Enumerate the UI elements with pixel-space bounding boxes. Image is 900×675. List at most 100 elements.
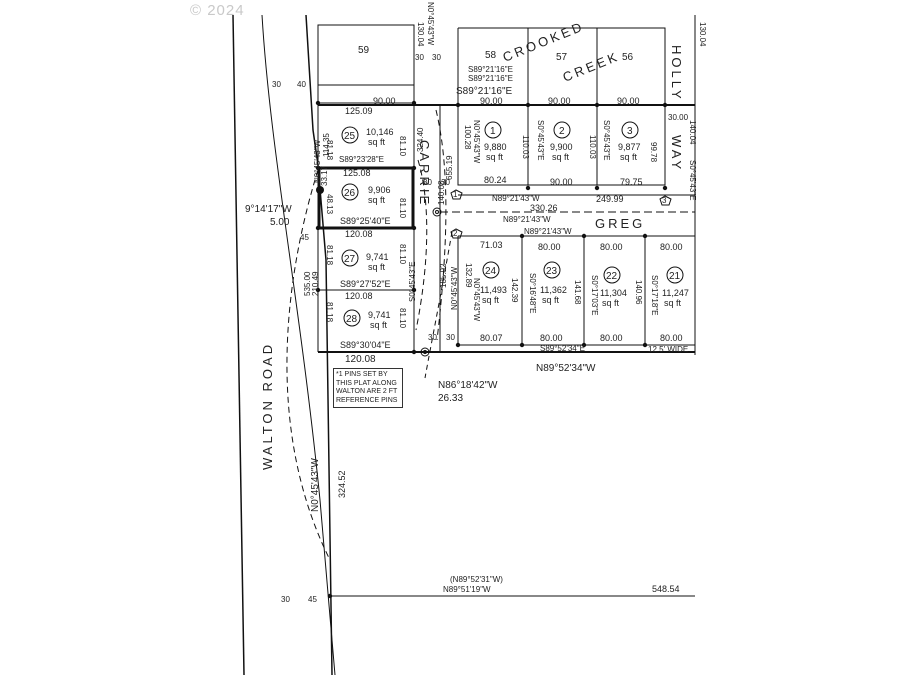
lot-26-highlight	[317, 166, 415, 230]
dim-54854: 548.54	[652, 584, 680, 594]
pins-note: *1 PINS SET BY THIS PLAT ALONG WALTON AR…	[333, 368, 403, 408]
lot-25: 25	[344, 131, 356, 142]
dim-14239: 142.39	[510, 278, 519, 303]
dim-21049: 210.49	[311, 271, 320, 296]
dim-n895231: (N89°52'31"W)	[450, 575, 503, 584]
dim-s0045-c: S0°45'43"E	[688, 160, 697, 200]
dim-8000-b: 80.00	[600, 242, 623, 252]
dim-s0045-a: S0°45'43"E	[536, 120, 545, 160]
lot-56: 56	[622, 52, 634, 63]
dim-9000-e: 90.00	[550, 177, 573, 187]
lot-21-unit: sq ft	[664, 298, 682, 308]
dim-32440: 324.40	[416, 127, 425, 152]
dim-8024: 80.24	[484, 175, 507, 185]
dim-8000-c: 80.00	[660, 242, 683, 252]
dim-8118-a: 81.18	[325, 140, 334, 161]
lot-28: 28	[346, 314, 358, 325]
lot-2: 2	[559, 126, 565, 137]
dim-30-e: 30	[441, 178, 450, 187]
dim-8000-f: 80.00	[660, 333, 683, 343]
dim-14096: 140.96	[634, 280, 643, 305]
dim-n892143-a: N89°21'43"W	[492, 194, 540, 203]
dim-8118-b: 81.18	[325, 245, 334, 266]
lot-28-unit: sq ft	[370, 320, 388, 330]
walton-road-west-edge	[232, 14, 245, 675]
dim-13289: 132.89	[464, 263, 473, 288]
dim-8110-d: 81.10	[398, 198, 407, 219]
dim-40: 40	[297, 80, 306, 89]
greg-label: GREG	[595, 216, 645, 231]
dim-s0016: S0°16'48"E	[528, 273, 537, 313]
dim-12008-b: 120.08	[345, 291, 373, 301]
point-2: 2	[453, 229, 458, 238]
dim-14008: 140.08	[437, 180, 446, 205]
dim-30-f: 30	[428, 333, 437, 342]
lot-1-area: 9,880	[484, 142, 507, 152]
dim-3000: 30.00	[668, 113, 689, 122]
dim-45-a: 45	[300, 233, 309, 242]
dim-24999: 249.99	[596, 194, 624, 204]
dim-13004-a: 130.04	[416, 22, 425, 47]
lots-1-3	[457, 105, 666, 186]
lot-21-area: 11,247	[662, 288, 689, 298]
dim-11003-a: 110.03	[521, 135, 530, 159]
lot-59: 59	[358, 45, 370, 56]
dim-4813: 48.13	[325, 194, 334, 215]
dim-s892116-c: S89°21'16"E	[456, 86, 512, 97]
lot-22: 22	[606, 271, 618, 282]
dim-s892116-b: S89°21'16"E	[468, 74, 513, 83]
lot-26-area: 9,906	[368, 185, 391, 195]
lot-3-area: 9,877	[618, 142, 641, 152]
dim-11003-b: 110.03	[588, 135, 597, 159]
walton-dashed-arc	[286, 169, 331, 561]
north-lots	[457, 27, 666, 105]
lot-23: 23	[546, 266, 558, 277]
dim-s0017-a: S0°17'03"E	[590, 275, 599, 315]
lot-2-unit: sq ft	[552, 152, 570, 162]
dim-s892752: S89°27'52"E	[340, 279, 391, 289]
dim-8110-c: 81.10	[398, 308, 407, 329]
dim-8000-e: 80.00	[600, 333, 623, 343]
dim-n0045-a: N0°45'43"W	[313, 139, 322, 183]
dim-n895119: N89°51'19"W	[443, 585, 491, 594]
dim-12008-c: 120.08	[345, 354, 376, 365]
dim-12008-a: 120.08	[345, 229, 373, 239]
lot-21: 21	[669, 271, 681, 282]
dim-10028: 100.28	[463, 125, 472, 150]
lot-23-area: 11,362	[540, 285, 567, 295]
dim-n0045-d: N0°45'43"W	[450, 266, 459, 310]
dim-65519: 655.19	[445, 155, 454, 180]
dim-12508: 125.08	[343, 168, 371, 178]
dim-8118-c: 81.18	[325, 302, 334, 323]
dim-n892143-c: N89°21'43"W	[524, 227, 572, 236]
lot-22-unit: sq ft	[602, 298, 620, 308]
dim-n0045-f: N0°45'43"W	[310, 458, 321, 512]
lot-25-area: 10,146	[366, 127, 394, 137]
lot-1: 1	[490, 126, 496, 137]
holly-label: HOLLY	[669, 45, 684, 102]
dim-s892116-a: S89°21'16"E	[468, 65, 513, 74]
lot-58: 58	[485, 50, 497, 61]
dim-30-b: 30	[415, 53, 424, 62]
dim-s0045-b: S0°45'43"E	[602, 120, 611, 160]
dim-53500: 535.00	[303, 271, 312, 296]
dim-8000-a: 80.00	[538, 242, 561, 252]
carrie-way-dashed	[415, 109, 447, 341]
lot-24-area: 11,493	[480, 285, 507, 295]
walton-road-east-edge	[305, 14, 333, 675]
dim-s0017-b: S0°17'18"E	[650, 275, 659, 315]
dim-30-h: 30	[281, 595, 290, 604]
dim-7103: 71.03	[480, 240, 503, 250]
dim-8110-b: 81.10	[398, 244, 407, 265]
carrie-label: CARRIE	[417, 140, 432, 207]
lot-3-unit: sq ft	[620, 152, 638, 162]
dim-n892143-b: N89°21'43"W	[503, 215, 551, 224]
dim-9000-d: 90.00	[617, 96, 640, 106]
creek-label: CREEK	[561, 48, 622, 84]
lot-1-unit: sq ft	[486, 152, 504, 162]
dim-13004-b: 130.04	[698, 22, 707, 47]
dim-30-d: 30	[423, 178, 432, 187]
dim-s0045-d: S0°45'43"E	[408, 262, 417, 302]
dim-2633: 26.33	[438, 393, 463, 404]
dim-9000-a: 90.00	[373, 96, 396, 106]
